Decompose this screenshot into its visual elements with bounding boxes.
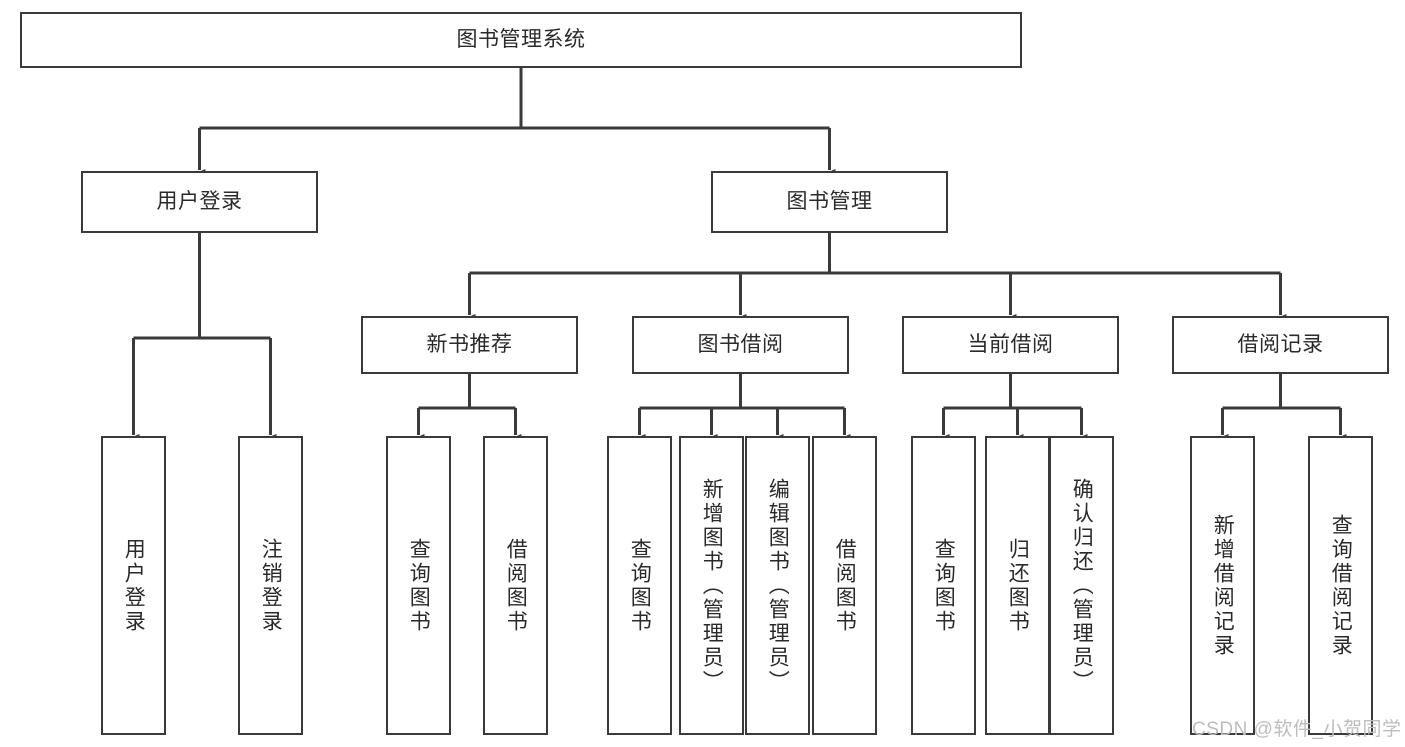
node-leaf-confirm-return[interactable]: 确认归还（管理员） <box>1049 436 1114 735</box>
node-leaf-borrow-book-rec[interactable]: 借阅图书 <box>483 436 548 735</box>
node-label: 用户登录 <box>122 537 146 634</box>
node-label: 归还图书 <box>1006 537 1030 634</box>
node-leaf-return-book[interactable]: 归还图书 <box>985 436 1050 735</box>
node-label: 查询图书 <box>932 537 956 634</box>
edge-group <box>127 68 1347 444</box>
node-label: 新书推荐 <box>426 333 513 357</box>
node-label: 查询图书 <box>407 537 431 634</box>
node-label: 新增借阅记录 <box>1211 513 1235 658</box>
node-book-borrow[interactable]: 图书借阅 <box>632 316 849 374</box>
node-label: 图书管理 <box>786 190 873 214</box>
node-label: 当前借阅 <box>967 333 1054 357</box>
node-leaf-query-book-current[interactable]: 查询图书 <box>911 436 976 735</box>
node-leaf-add-record[interactable]: 新增借阅记录 <box>1190 436 1255 735</box>
node-label: 图书管理系统 <box>456 28 586 52</box>
node-label: 查询图书 <box>628 537 652 634</box>
node-leaf-logout[interactable]: 注销登录 <box>238 436 303 735</box>
node-label: 借阅图书 <box>833 537 857 634</box>
node-label: 借阅记录 <box>1237 333 1324 357</box>
node-borrow-record[interactable]: 借阅记录 <box>1172 316 1389 374</box>
node-label: 编辑图书（管理员） <box>766 477 790 694</box>
node-leaf-user-login[interactable]: 用户登录 <box>101 436 166 735</box>
node-leaf-query-book-borrow[interactable]: 查询图书 <box>607 436 672 735</box>
node-current-borrow[interactable]: 当前借阅 <box>902 316 1119 374</box>
node-label: 新增图书（管理员） <box>700 477 724 694</box>
node-leaf-query-record[interactable]: 查询借阅记录 <box>1308 436 1373 735</box>
node-label: 确认归还（管理员） <box>1070 477 1094 694</box>
node-leaf-add-book[interactable]: 新增图书（管理员） <box>679 436 744 735</box>
node-label: 注销登录 <box>259 537 283 634</box>
node-new-book-recommend[interactable]: 新书推荐 <box>361 316 578 374</box>
node-label: 借阅图书 <box>504 537 528 634</box>
node-label: 图书借阅 <box>697 333 784 357</box>
node-label: 查询借阅记录 <box>1329 513 1353 658</box>
node-root[interactable]: 图书管理系统 <box>20 12 1022 68</box>
node-leaf-query-book-rec[interactable]: 查询图书 <box>386 436 451 735</box>
node-book-manage[interactable]: 图书管理 <box>711 171 948 233</box>
node-leaf-edit-book[interactable]: 编辑图书（管理员） <box>745 436 810 735</box>
node-leaf-borrow-book[interactable]: 借阅图书 <box>812 436 877 735</box>
node-user-login[interactable]: 用户登录 <box>81 171 318 233</box>
node-label: 用户登录 <box>156 190 243 214</box>
watermark-text: CSDN @软件_小贺同学 <box>1192 719 1402 740</box>
